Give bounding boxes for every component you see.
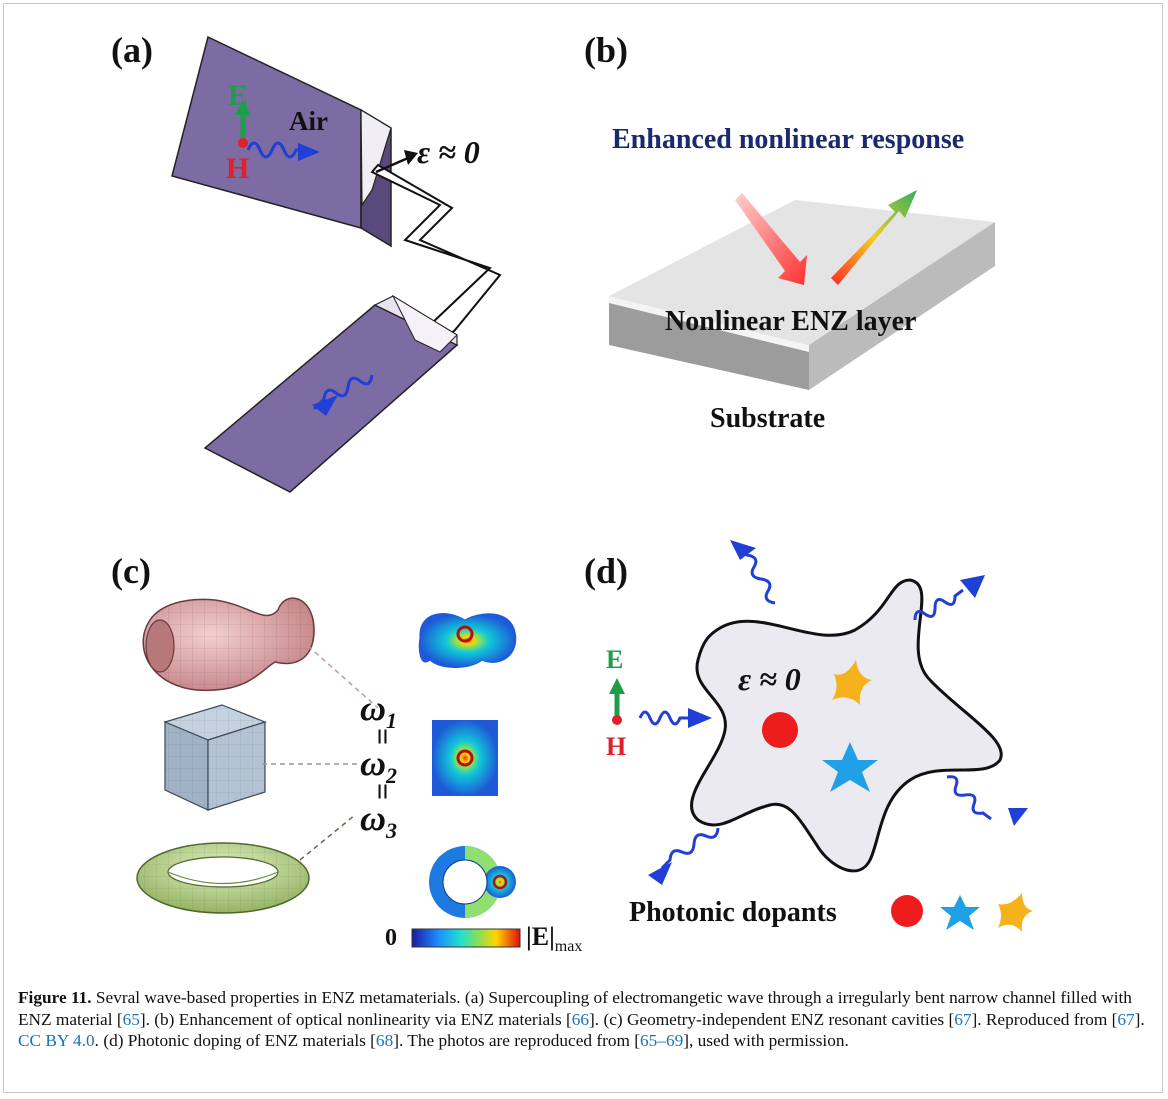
incident-wave-arrowhead [298,143,320,161]
omega-1: ω1 [360,688,397,733]
equals-2: = [366,783,399,800]
omega-3: ω3 [360,798,397,843]
enz-host [690,578,1003,873]
e-field-label-d: E [606,645,623,674]
torus-cavity [136,842,310,914]
citation-link[interactable]: 66 [571,1009,590,1029]
caption-text: ]. (c) Geometry-independent ENZ resonant… [589,1009,955,1029]
top-waveguide [171,35,392,248]
citation-link[interactable]: 65 [122,1009,140,1029]
h-field-dot [238,138,248,148]
caption-text: ]. Reproduced from [ [971,1009,1118,1029]
dopant-circle [762,712,798,748]
e-field-label: E [228,79,248,112]
panel-b: (b) Enhanced nonlinear response Nonlinea… [584,30,995,434]
h-field-label: H [226,152,249,185]
caption-text: ]. The photos are reproduced from [ [393,1031,641,1050]
legend-star-blue [940,895,980,930]
wave-bottom-right [946,775,992,821]
transmitted-wave [312,374,374,411]
equals-1: = [366,728,399,745]
colorbar-max-label: |E|max [526,922,582,955]
torus-connector [299,814,356,861]
panel-c: (c) ω1 = ω2 = [111,551,582,955]
figure-artwork: (a) E H Air ε ≈ 0 [111,30,1033,955]
figure-frame [3,3,1163,1093]
citation-link[interactable]: 68 [375,1031,394,1050]
field-map-pear [418,613,517,668]
eps-label-d: ε ≈ 0 [738,661,801,697]
panel-b-title: Enhanced nonlinear response [612,124,964,155]
caption-text: ], used with permission. [683,1031,849,1050]
h-field-label-d: H [606,732,626,761]
caption-label: Figure 11. [18,988,92,1007]
citation-link[interactable]: 67 [954,1009,972,1029]
license-link[interactable]: CC BY 4.0 [18,1031,95,1050]
omega-2: ω2 [360,743,397,788]
h-field-dot-d [612,715,622,725]
pear-connector [307,645,379,709]
enz-slab [609,200,995,390]
caption-text: . (d) Photonic doping of ENZ materials [ [94,1031,376,1050]
e-field-arrow-d [609,678,625,718]
wave-top-right-arrowhead [960,575,985,598]
caption-text: ]. [1134,1009,1145,1029]
air-label: Air [289,106,328,136]
caption-text: Sevral wave-based properties in ENZ meta… [18,988,1132,1029]
wave-top-right [913,588,964,621]
field-map-cube [432,720,498,796]
citation-link[interactable]: 65–69 [640,1031,684,1050]
dopant-star-yellow [832,660,872,705]
eps-pointer-arrowhead [404,150,418,165]
wave-in-d-arrowhead [688,708,712,728]
enz-layer-label: Nonlinear ENZ layer [665,306,916,337]
e-field-arrow [235,100,251,142]
wave-top-left [739,546,776,605]
pear-cavity [142,597,315,692]
wave-top-left-arrowhead [730,540,756,560]
wave-bottom-left-arrowhead [648,862,672,885]
incident-beam [735,193,807,285]
legend-star-yellow [998,893,1033,932]
colorbar [411,928,521,948]
incident-wave [246,141,312,159]
cube-cavity [163,704,267,811]
dopants-label: Photonic dopants [629,897,837,928]
bottom-waveguide [203,294,459,493]
transmitted-wave-arrowhead [312,395,338,416]
caption-text: ]. (b) Enhancement of optical nonlineari… [139,1009,572,1029]
panel-c-letter: (c) [111,551,151,591]
wave-in-d [638,710,692,726]
panel-a: (a) E H Air ε ≈ 0 [111,30,502,493]
wave-bottom-right-arrowhead [1008,808,1028,826]
nonlinear-output-beam [831,190,917,285]
panel-b-letter: (b) [584,30,628,70]
eps-label-a: ε ≈ 0 [417,134,480,170]
panel-a-letter: (a) [111,30,153,70]
eps-pointer [375,156,409,174]
figure-caption: Figure 11. Sevral wave-based properties … [18,987,1148,1052]
colorbar-min-label: 0 [385,925,397,951]
citation-link[interactable]: 67 [1117,1009,1135,1029]
field-map-torus [429,846,516,918]
legend-circle [891,895,923,927]
dopant-star-blue [822,742,878,792]
wave-bottom-left [660,827,720,870]
panel-d-letter: (d) [584,551,628,591]
substrate-label: Substrate [710,403,825,434]
panel-d: (d) ε ≈ 0 E H Photonic dopants [584,540,1033,932]
